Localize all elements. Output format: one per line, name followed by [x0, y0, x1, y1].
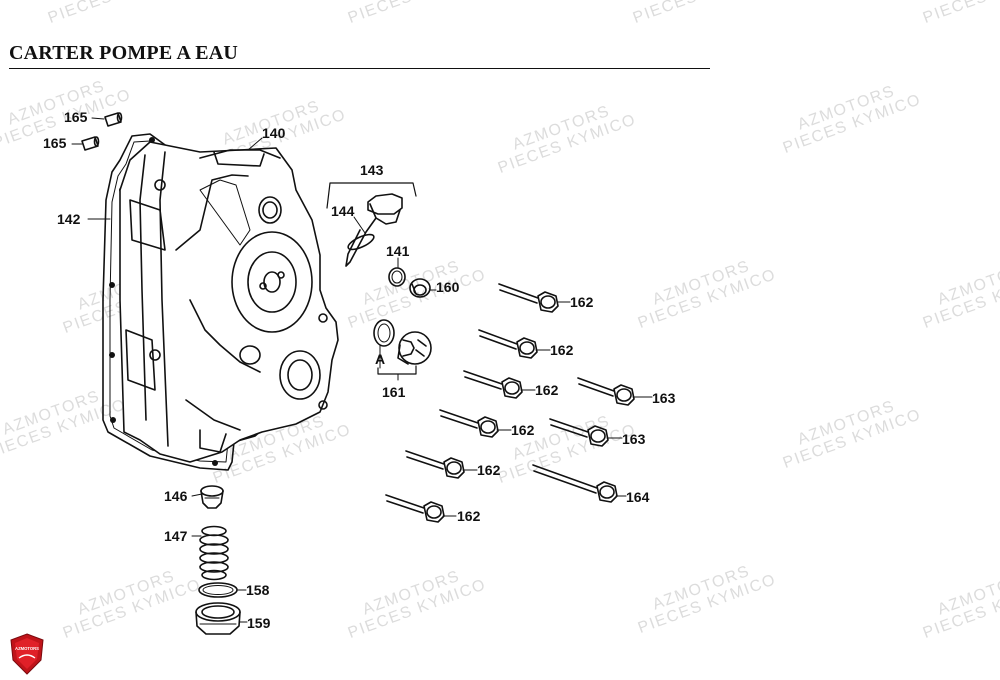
- part-label-146: 146: [164, 488, 188, 504]
- bolt-164: [532, 464, 618, 503]
- part-label-141: 141: [386, 243, 410, 259]
- part-label-161: 161: [382, 384, 406, 400]
- part-label-159: 159: [247, 615, 271, 631]
- brand-shield-logo: AZMOTORS: [10, 633, 44, 675]
- pump-hub: [263, 271, 281, 293]
- spring-147: [199, 525, 229, 581]
- bolt-boss: [154, 179, 166, 191]
- part-label-a: A: [375, 351, 385, 367]
- part-label-158: 158: [246, 582, 270, 598]
- bolt-162: [463, 370, 523, 399]
- drain-neck: [199, 429, 227, 453]
- part-label-165: 165: [64, 109, 88, 125]
- part-label-162: 162: [570, 294, 594, 310]
- part-label-162: 162: [550, 342, 574, 358]
- part-label-162: 162: [535, 382, 559, 398]
- dowel-pin-165: [81, 136, 100, 151]
- bracket-143: [326, 182, 417, 209]
- bolt-boss: [318, 313, 328, 323]
- cover-boss-inner: [262, 201, 278, 219]
- part-label-142: 142: [57, 211, 81, 227]
- pump-housing: [231, 231, 313, 333]
- bolt-163: [577, 377, 635, 406]
- part-label-143: 143: [360, 162, 384, 178]
- valve-seat-146: [200, 485, 224, 509]
- bolt-162: [405, 450, 465, 479]
- bracket-161: [377, 365, 417, 375]
- bolt-162: [498, 283, 559, 313]
- bolt-162: [385, 494, 445, 523]
- cover-rib: [175, 174, 249, 251]
- cap-159: [195, 602, 241, 635]
- cover-panel: [125, 329, 156, 391]
- cover-rib: [189, 299, 261, 373]
- cover-rib: [159, 151, 169, 447]
- bolt-162: [439, 409, 499, 438]
- cover-rib: [139, 154, 147, 421]
- part-label-162: 162: [511, 422, 535, 438]
- bolt-boss: [318, 400, 328, 410]
- bolt-boss: [149, 349, 161, 361]
- leader-lines: [71, 117, 653, 623]
- lower-boss: [239, 345, 261, 365]
- part-label-162: 162: [477, 462, 501, 478]
- crankcase-cover-140: [119, 141, 339, 463]
- page-title: CARTER POMPE A EAU: [9, 42, 239, 64]
- cover-shade: [199, 179, 251, 246]
- title-divider: [9, 68, 710, 69]
- pump-housing-inner: [247, 251, 297, 313]
- part-label-140: 140: [262, 125, 286, 141]
- part-label-163: 163: [622, 431, 646, 447]
- part-label-164: 164: [626, 489, 650, 505]
- plug-160: [409, 278, 431, 298]
- hub-bolt: [259, 282, 267, 290]
- drain-plug-161: [397, 331, 432, 365]
- cover-panel: [129, 199, 166, 251]
- bolt-163: [549, 418, 609, 447]
- dowel-pin-165: [104, 112, 123, 127]
- cover-boss: [258, 196, 282, 224]
- logo-text: AZMOTORS: [15, 646, 39, 651]
- part-label-163: 163: [652, 390, 676, 406]
- dipstick-144: [345, 193, 403, 267]
- outlet-port: [279, 350, 321, 400]
- part-label-162: 162: [457, 508, 481, 524]
- bolt-162: [478, 329, 538, 359]
- part-label-165: 165: [43, 135, 67, 151]
- outlet-port-inner: [287, 359, 313, 391]
- part-label-144: 144: [331, 203, 355, 219]
- cover-rib: [213, 151, 265, 167]
- part-label-160: 160: [436, 279, 460, 295]
- hub-bolt: [277, 271, 285, 279]
- o-ring-a: [373, 319, 395, 347]
- part-label-147: 147: [164, 528, 188, 544]
- cover-rib: [185, 399, 241, 431]
- o-ring-141: [388, 267, 406, 287]
